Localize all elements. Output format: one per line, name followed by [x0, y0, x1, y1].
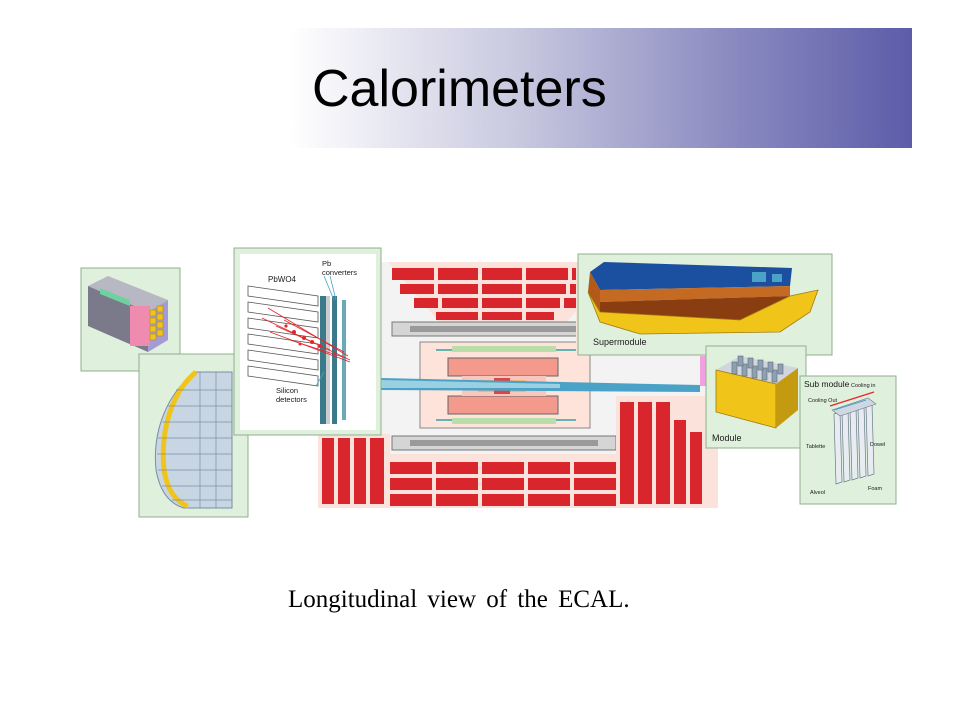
svg-text:Cooling Out: Cooling Out — [808, 398, 838, 404]
silicon-label: Silicon — [276, 386, 298, 395]
pb-label: Pb — [322, 259, 331, 268]
svg-text:Dowel: Dowel — [870, 442, 885, 448]
cooling-in-label: Cooling in — [851, 383, 875, 389]
figure-caption: Longitudinal view of the ECAL. — [288, 586, 630, 613]
sub-module-label: Sub module — [804, 379, 850, 389]
tablette-label: Tablette — [806, 444, 825, 450]
detector-longitudinal-view — [318, 262, 718, 508]
converters-label: converters — [322, 268, 357, 277]
module-panel: Module — [705, 345, 807, 449]
svg-text:Tablette: Tablette — [806, 444, 825, 450]
foam-label: Foam — [868, 486, 882, 492]
sub-module-panel: Sub module Cooling in Cooling Out Tablet… — [799, 375, 897, 505]
svg-text:Alveol: Alveol — [810, 490, 825, 496]
slide-title: Calorimeters — [312, 60, 607, 118]
svg-text:Sub module: Sub module — [804, 379, 850, 389]
pbwo4-label: PbWO4 — [268, 275, 297, 284]
svg-text:Supermodule: Supermodule — [593, 337, 647, 347]
svg-text:PbWO4: PbWO4 — [268, 275, 297, 284]
title-bar — [48, 28, 912, 148]
dowel-label: Dowel — [870, 442, 885, 448]
svg-text:Foam: Foam — [868, 486, 882, 492]
svg-text:Module: Module — [712, 433, 742, 443]
svg-text:Silicon: Silicon — [276, 386, 298, 395]
svg-text:Pb: Pb — [322, 259, 331, 268]
supermodule-label: Supermodule — [593, 337, 647, 347]
preshower-panel: PbWO4 Pb converters Silicon detectors — [233, 247, 382, 436]
svg-text:converters: converters — [322, 268, 357, 277]
alveol-label: Alveol — [810, 490, 825, 496]
cooling-out-label: Cooling Out — [808, 398, 838, 404]
detectors-label: detectors — [276, 395, 307, 404]
supermodule-panel: Supermodule — [577, 253, 833, 356]
svg-text:Cooling in: Cooling in — [851, 383, 875, 389]
barrel-segment-panel — [138, 353, 249, 518]
module-label: Module — [712, 433, 742, 443]
svg-text:detectors: detectors — [276, 395, 307, 404]
